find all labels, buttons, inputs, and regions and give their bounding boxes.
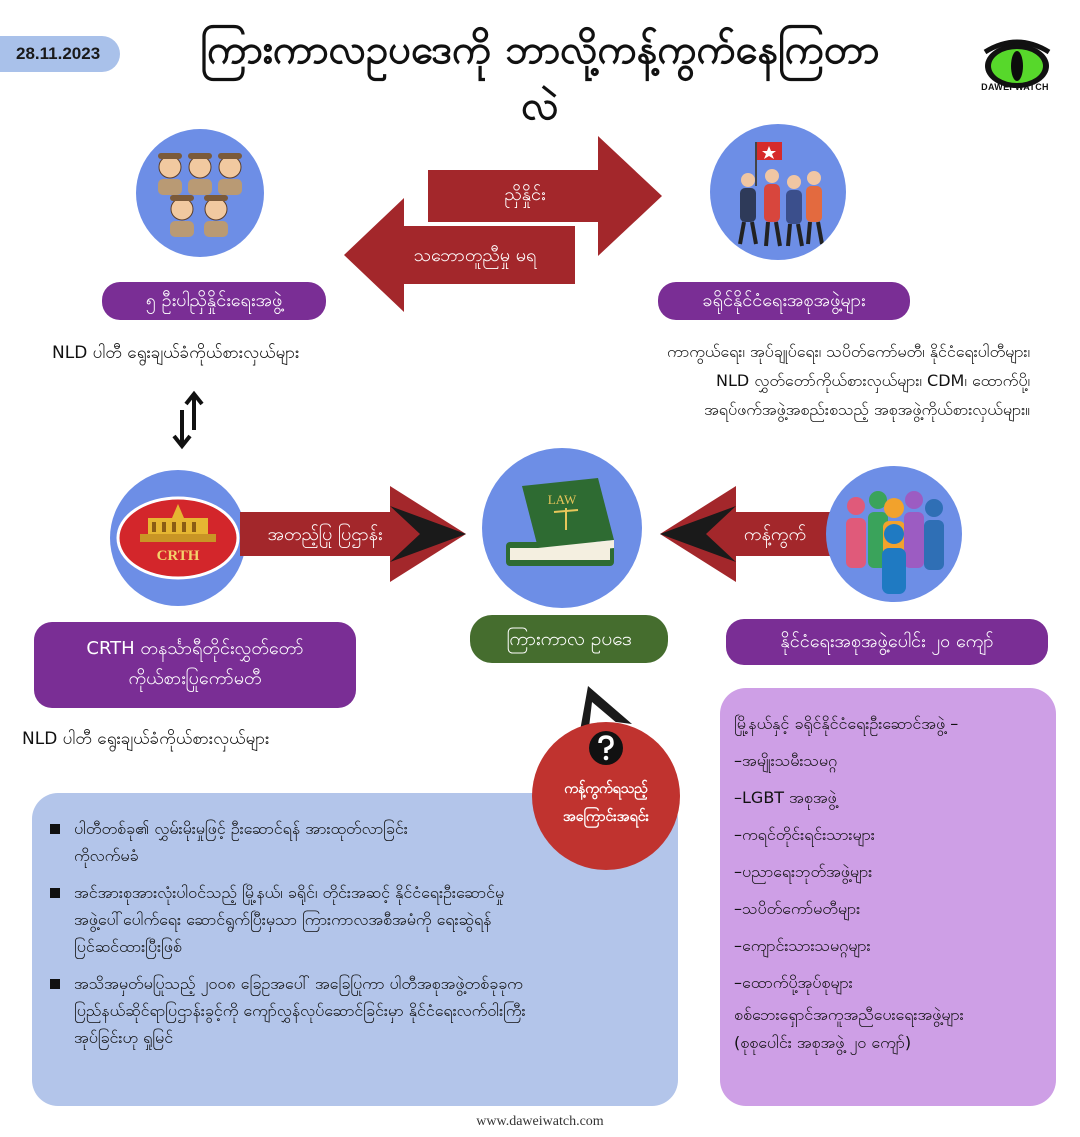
crth-caption: NLD ပါတီ ရွေးချယ်ခံကိုယ်စားလှယ်များ — [22, 729, 270, 749]
arrow-submit-icon — [240, 486, 466, 582]
ethnic-caption-line: ကာကွယ်ရေး၊ အုပ်ချုပ်ရေး၊ သပိတ်ကော်မတီ၊ န… — [667, 342, 1030, 361]
bullet-square-icon — [50, 888, 60, 898]
reason-item: အသိအမှတ်မပြုသည့် ၂၀၀၈ ခြေဥအပေါ် အခြေပြုက… — [46, 970, 676, 1051]
reason-item: အင်အားစုအားလုံးပါဝင်သည့် မြို့နယ်၊ ခရိုင… — [46, 879, 676, 960]
reason-line: အသိအမှတ်မပြုသည့် ၂၀၀၈ ခြေဥအပေါ် အခြေပြုက… — [74, 974, 523, 993]
dawei-watch-logo-icon — [983, 39, 1051, 88]
protest-people-icon — [738, 142, 824, 247]
arrow-object-label: ကန့်ကွက် — [743, 524, 807, 545]
footer-url: www.daweiwatch.com — [476, 1114, 604, 1129]
participant-item: –ထောက်ပို့အုပ်စုများ — [734, 973, 853, 992]
crth-seal-icon: CRTH — [116, 496, 240, 580]
participants-panel — [720, 688, 1056, 1106]
participants-heading: မြို့နယ်နှင့် ခရိုင်နိုင်ငံရေးဦးဆောင်အဖွ… — [734, 714, 959, 733]
up-down-arrows-icon — [172, 390, 204, 450]
arrow-disagree-label: သဘောတူညီမှု မရ — [413, 245, 537, 266]
diverse-groups-illustration — [826, 466, 962, 602]
ethnic-groups-label: ခရိုင်နိုင်ငံရေးအစုအဖွဲ့များ — [658, 282, 910, 320]
ethnic-groups-caption: ကာကွယ်ရေး၊ အုပ်ချုပ်ရေး၊ သပိတ်ကော်မတီ၊ န… — [520, 337, 1030, 424]
date-badge: 28.11.2023 — [0, 36, 120, 72]
participant-item: –ပညာရေးဘုတ်အဖွဲ့များ — [734, 862, 873, 881]
law-book-text: LAW — [548, 492, 577, 507]
reason-line: ကိုလက်မခံ — [74, 846, 139, 865]
participant-item: –အမျိုးသမီးသမဂ္ဂ — [734, 751, 838, 770]
logo-text: DAWEI WATCH — [981, 82, 1049, 92]
crowd-icon — [846, 491, 944, 594]
participants-list: မြို့နယ်နှင့် ခရိုင်နိုင်ငံရေးဦးဆောင်အဖွ… — [734, 705, 1046, 1057]
reasons-title-line: ကန့်ကွက်ရသည့် — [564, 781, 648, 797]
crth-committee-label: CRTH တနင်္သာရီတိုင်းလွှတ်တော် ကိုယ်စားပြ… — [34, 622, 356, 708]
crth-logo-text: CRTH — [157, 548, 200, 564]
arrow-submit-label: အတည့်ပြု ပြဌာန်း — [267, 524, 383, 545]
reason-line: ပြည်နယ်ဆိုင်ရာပြဌာန်းခွင့်ကို ကျော်လွှန်… — [74, 1001, 526, 1020]
reasons-title-line: အကြောင်းအရင်း — [562, 809, 650, 825]
protesters-illustration — [710, 124, 846, 260]
participant-item: –ကရင်တိုင်းရင်းသားများ — [734, 825, 875, 844]
law-book-illustration: LAW — [482, 448, 642, 608]
participant-item: –LGBT အစုအဖွဲ့ — [734, 788, 837, 807]
arrow-object-icon — [660, 486, 836, 582]
committee-label: ၅ ဦးပါညှိနှိုင်းရေးအဖွဲ့ — [102, 282, 326, 320]
bullet-square-icon — [50, 979, 60, 989]
reason-line: အဖွဲ့ပေါ်ပေါက်ရေး ဆောင်ရွက်ပြီးမှသာ ကြား… — [74, 910, 492, 929]
bullet-square-icon — [50, 824, 60, 834]
participant-total: (စုစုပေါင်း အစုအဖွဲ့ ၂၀ ကျော်) — [734, 1033, 912, 1052]
question-mark-icon — [589, 731, 623, 765]
law-book-icon: LAW — [506, 478, 614, 566]
crth-label-line: ကိုယ်စားပြုကော်မတီ — [128, 668, 262, 689]
interim-law-label: ကြားကာလ ဥပဒေ — [470, 615, 668, 663]
committee-caption: NLD ပါတီ ရွေးချယ်ခံကိုယ်စားလှယ်များ — [52, 343, 300, 363]
crth-label-line: CRTH တနင်္သာရီတိုင်းလွှတ်တော် — [86, 638, 304, 659]
committee-illustration — [136, 129, 264, 257]
reason-line: အုပ်ခြင်းဟု ရှုမြင် — [74, 1028, 174, 1047]
ethnic-caption-line: အရပ်ဖက်အဖွဲ့အစည်းစသည့် အစုအဖွဲ့ကိုယ်စားလ… — [704, 400, 1030, 419]
political-groups-count-label: နိုင်ငံရေးအစုအဖွဲ့ပေါင်း ၂၀ ကျော် — [726, 619, 1048, 665]
reasons-list: ပါတီတစ်ခု၏ လွှမ်းမိုးမှုဖြင့် ဦးဆောင်ရန်… — [46, 815, 676, 1061]
participant-footer: စစ်ဘေးရှောင်အကူအညီပေးရေးအဖွဲ့များ — [734, 1005, 964, 1024]
page-title: ကြားကာလဥပဒေကို ဘာလို့ကန့်ကွက်နေကြတာလဲ — [200, 27, 880, 129]
reason-line: ပါတီတစ်ခု၏ လွှမ်းမိုးမှုဖြင့် ဦးဆောင်ရန်… — [74, 819, 408, 838]
arrow-negotiate-label: ညှိနှိုင်း — [504, 184, 546, 205]
people-group-icon — [158, 153, 242, 237]
reason-item: ပါတီတစ်ခု၏ လွှမ်းမိုးမှုဖြင့် ဦးဆောင်ရန်… — [46, 815, 526, 869]
reason-line: အင်အားစုအားလုံးပါဝင်သည့် မြို့နယ်၊ ခရိုင… — [74, 883, 505, 902]
arrow-diagram-top — [344, 136, 662, 312]
arrow-negotiate-icon — [428, 136, 662, 256]
participant-item: –သပိတ်ကော်မတီများ — [734, 899, 861, 918]
crth-illustration: CRTH — [110, 470, 246, 606]
participant-item: –ကျောင်းသားသမဂ္ဂများ — [734, 936, 871, 955]
reasons-title: ကန့်ကွက်ရသည့် အကြောင်းအရင်း — [532, 775, 680, 831]
reason-line: ပြင်ဆင်ထားပြီးဖြစ် — [74, 937, 182, 956]
arrow-disagree-icon — [344, 198, 575, 312]
ethnic-caption-line: NLD လွှတ်တော်ကိုယ်စားလှယ်များ၊ CDM၊ ထောက… — [716, 371, 1030, 390]
